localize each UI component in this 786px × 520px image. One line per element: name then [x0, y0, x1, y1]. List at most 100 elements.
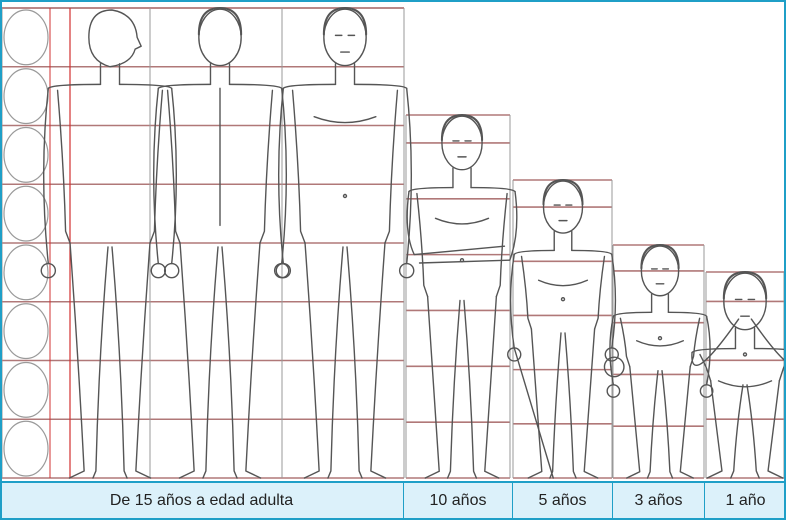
leg-right-outer [679, 365, 694, 479]
head-unit-oval [3, 244, 49, 301]
chest-line [636, 340, 684, 347]
torso-right [259, 89, 274, 244]
leg-right-inner [463, 299, 478, 479]
hair [640, 244, 680, 270]
figure-sketch-area [1, 7, 786, 479]
torso-left [166, 89, 181, 244]
leg-left-outer [303, 242, 320, 479]
leg-left-outer [706, 380, 723, 479]
age-label-bar: De 15 años a edad adulta 10 años 5 años … [0, 481, 786, 520]
figure-front [406, 114, 518, 479]
hand-left [606, 384, 621, 398]
leg-left-outer [178, 242, 195, 479]
hand-right [604, 347, 619, 362]
figure-three-quarter [606, 244, 714, 479]
chest-line [537, 279, 589, 287]
leg-left-inner [730, 384, 744, 479]
torso-right [495, 192, 508, 298]
hand-left [150, 262, 167, 279]
leg-right-outer [135, 242, 152, 479]
head-outline [88, 9, 142, 68]
figure-front [507, 179, 625, 479]
head-outline [198, 8, 242, 67]
leg-right-outer [767, 380, 784, 479]
shoulders [612, 311, 708, 318]
hand-left [40, 262, 57, 279]
leg-left-outer [424, 295, 440, 479]
leg-right-inner [564, 332, 577, 479]
head-unit-oval [3, 9, 49, 66]
hair [542, 179, 584, 206]
arm-left [691, 318, 740, 366]
hand-right [398, 262, 415, 279]
age-label-adult: De 15 años a edad adulta [0, 483, 404, 518]
navel [560, 297, 566, 302]
head-outline [640, 245, 680, 297]
arm-right [405, 87, 413, 265]
arm-right [750, 318, 786, 363]
arm-left [277, 87, 285, 265]
figure-profile [40, 9, 180, 479]
hand-right [163, 262, 180, 279]
leg-right-outer [484, 295, 500, 479]
hand-right [699, 384, 714, 398]
arm-left [152, 87, 160, 265]
leg-left-inner [446, 299, 461, 479]
hand-left [275, 262, 292, 279]
head-unit-oval [3, 303, 49, 360]
head-unit-oval [3, 420, 49, 477]
head-unit-oval [3, 185, 49, 242]
leg-left-outer [527, 328, 543, 479]
shoulders [157, 83, 283, 90]
torso-right [593, 255, 606, 330]
head-outline [542, 180, 584, 234]
head-outline [323, 8, 367, 67]
head-unit-oval [3, 361, 49, 418]
arm-left [509, 253, 515, 349]
chest-line [313, 115, 377, 124]
leg-left-inner [327, 246, 344, 479]
navel [742, 352, 748, 357]
chest-line [717, 380, 773, 388]
leg-left-inner [92, 246, 109, 479]
hair [197, 7, 243, 36]
torso-right [689, 317, 701, 368]
chest-line [434, 217, 490, 225]
hair [322, 7, 368, 36]
arm-left [42, 87, 50, 265]
torso-left [619, 317, 631, 368]
figures [40, 7, 786, 479]
head-outline [441, 115, 483, 171]
leg-right-inner [346, 246, 363, 479]
torso-left [56, 89, 71, 244]
arm-right [170, 87, 178, 265]
stick [513, 347, 554, 479]
leg-left-inner [646, 369, 659, 479]
leg-left-inner [202, 246, 219, 479]
leg-right-inner [221, 246, 238, 479]
head-unit-oval [3, 68, 49, 125]
head-outline [723, 272, 767, 331]
torso-left [416, 192, 429, 298]
arm-left [609, 315, 615, 386]
leg-right-outer [245, 242, 262, 479]
arm-right [611, 253, 617, 349]
shoulders [513, 249, 613, 256]
torso-left [699, 353, 712, 382]
figure-front [691, 271, 786, 479]
leg-left-inner [549, 332, 562, 479]
navel [342, 193, 348, 199]
leg-right-inner [111, 246, 128, 479]
hair [440, 114, 484, 142]
torso-left [291, 89, 306, 244]
age-label-10: 10 años [404, 483, 513, 518]
age-label-5: 5 años [513, 483, 613, 518]
leg-left-outer [68, 242, 85, 479]
ball [603, 356, 625, 378]
age-label-3: 3 años [613, 483, 705, 518]
hair [722, 271, 768, 300]
leg-right-outer [370, 242, 387, 479]
navel [657, 336, 663, 341]
leg-left-outer [626, 365, 641, 479]
